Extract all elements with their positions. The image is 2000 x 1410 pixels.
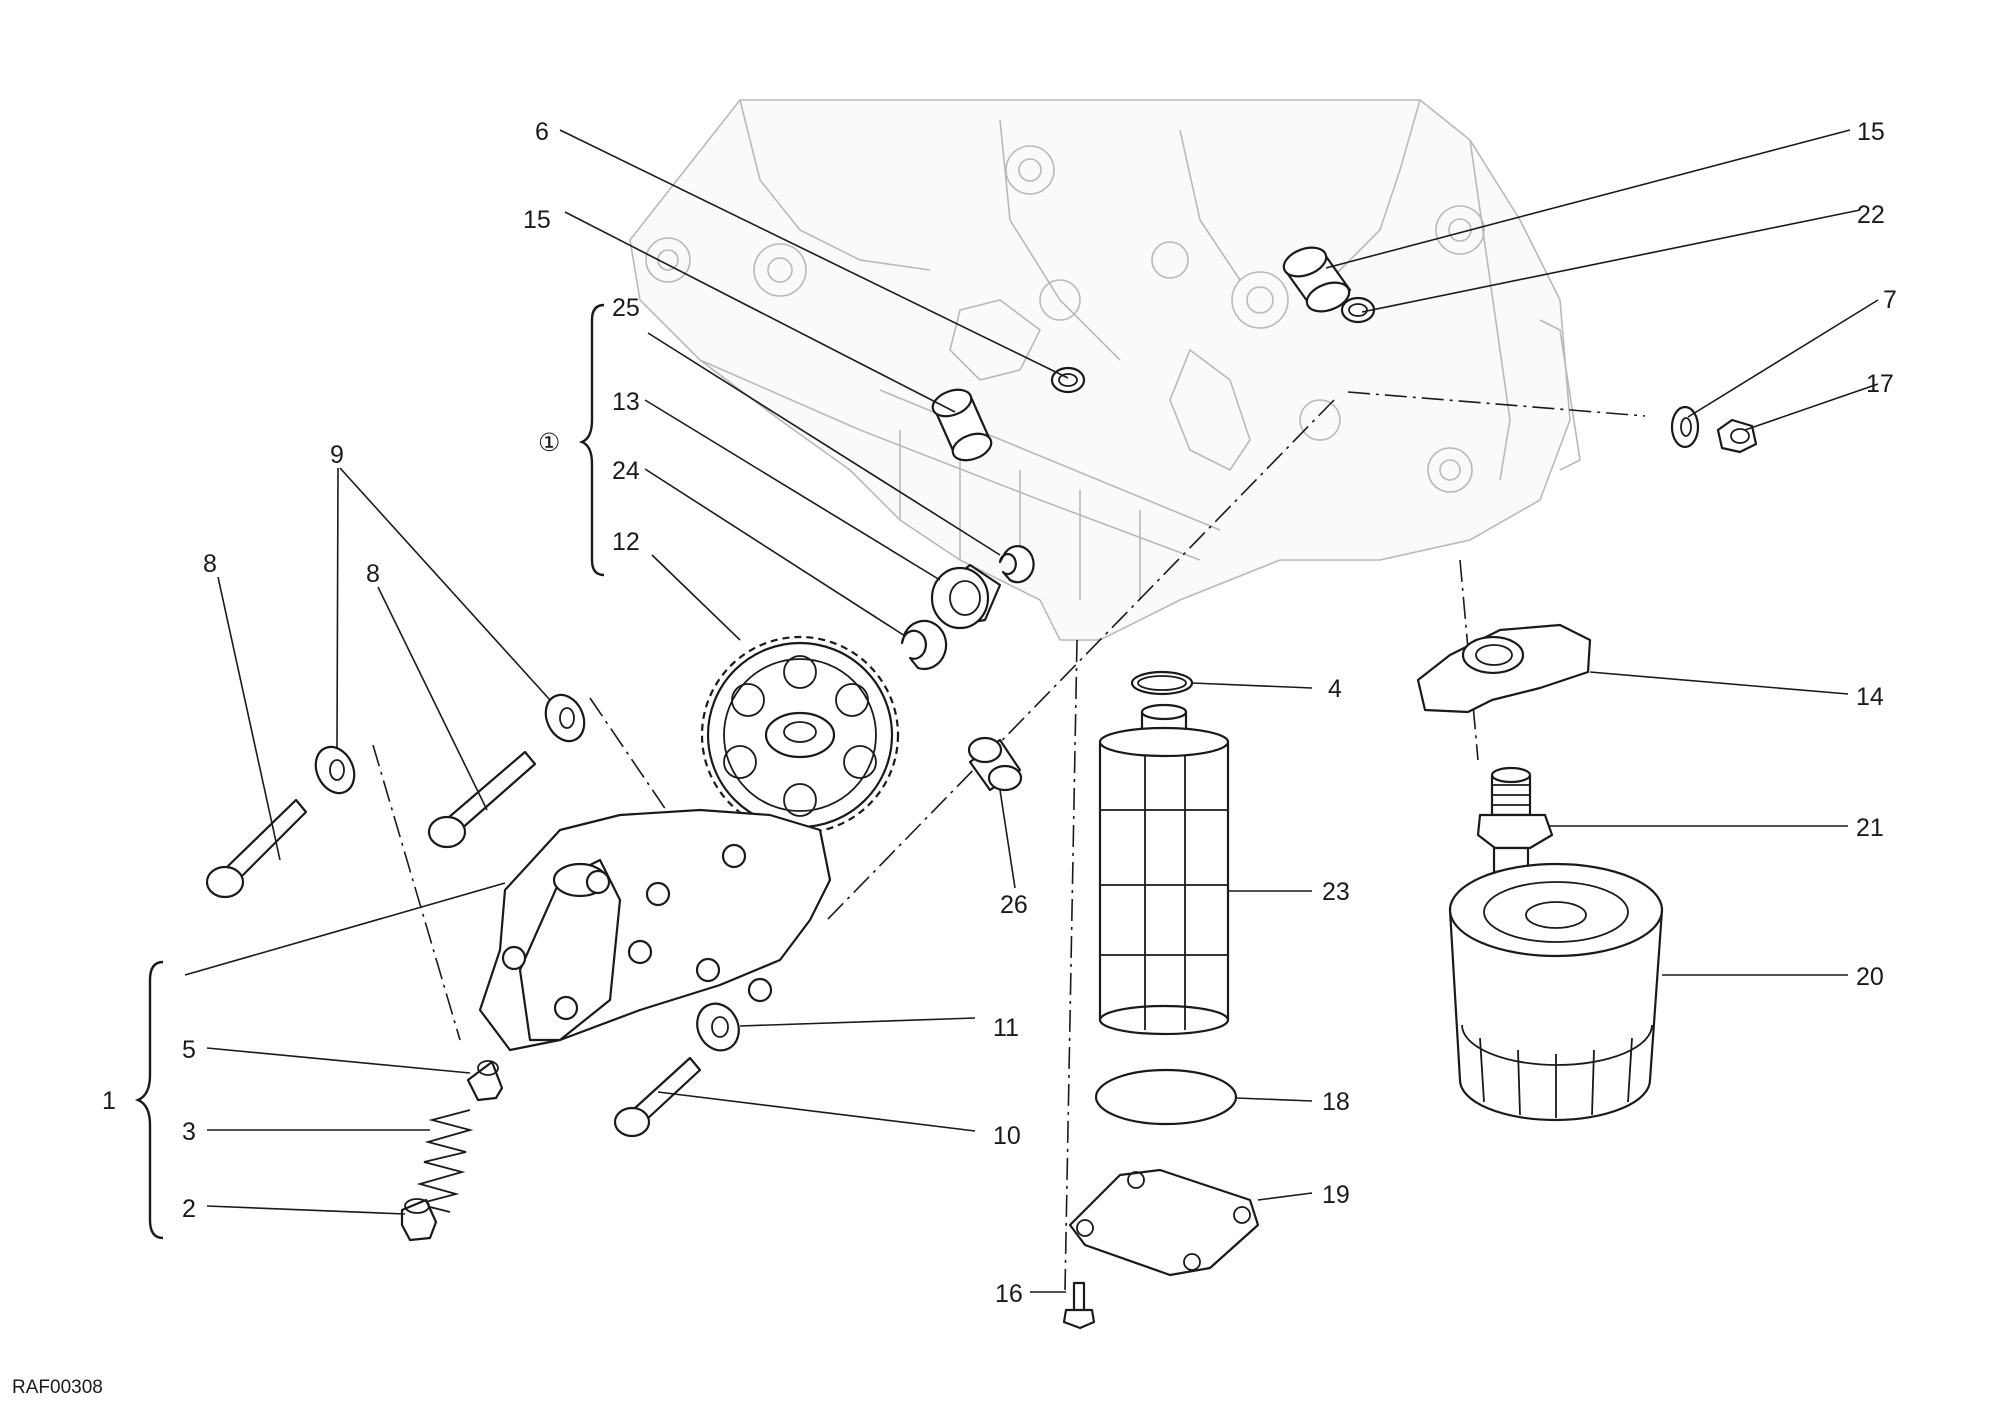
label-21: 21: [1856, 814, 1884, 842]
part-4-o-ring: [1130, 670, 1194, 696]
part-8-bolts: [205, 750, 537, 899]
label-3: 3: [182, 1118, 196, 1146]
label-8-left: 8: [203, 550, 217, 578]
label-16: 16: [995, 1280, 1023, 1308]
label-13: 13: [612, 388, 640, 416]
label-26: 26: [1000, 891, 1028, 919]
callout-labels: 6 15 15 22 7 17 ① 25 13 24 12 9 8 8 4 14…: [12, 118, 1897, 1398]
part-19-cover-plate: [1068, 1168, 1260, 1277]
group-bracket-circled-1: [578, 303, 605, 577]
part-15-bushing-right: [1282, 246, 1352, 313]
label-6: 6: [535, 118, 549, 146]
label-22: 22: [1857, 201, 1885, 229]
part-21-nipple: [1476, 766, 1554, 874]
label-7: 7: [1883, 286, 1897, 314]
label-18: 18: [1322, 1088, 1350, 1116]
label-5: 5: [182, 1036, 196, 1064]
label-8-right: 8: [366, 560, 380, 588]
part-10-bolt: [613, 1056, 702, 1138]
part-18-o-ring: [1094, 1068, 1238, 1126]
label-9: 9: [330, 441, 344, 469]
label-1: 1: [102, 1087, 116, 1115]
label-24: 24: [612, 457, 640, 485]
part-15-bushing-left: [931, 388, 993, 462]
part-6-o-ring: [1050, 366, 1086, 394]
label-2: 2: [182, 1195, 196, 1223]
part-12-gear: [700, 635, 900, 835]
label-23: 23: [1322, 878, 1350, 906]
part-25-circlip: [998, 545, 1035, 584]
label-11: 11: [993, 1014, 1019, 1042]
group-bracket-1: [134, 960, 164, 1240]
label-25: 25: [612, 294, 640, 322]
label-12: 12: [612, 528, 640, 556]
part-13-collar: [930, 563, 1002, 630]
label-19: 19: [1322, 1181, 1350, 1209]
label-15-right: 15: [1857, 118, 1885, 146]
part-11-washer: [696, 1002, 740, 1052]
crankcase-background: [629, 99, 1581, 641]
part-16-bolt: [1062, 1281, 1096, 1330]
part-24-circlip: [900, 619, 948, 671]
part-22-o-ring: [1340, 296, 1376, 324]
part-26-bushing: [967, 736, 1023, 792]
part-17-plug: [1716, 418, 1758, 454]
part-5-valve: [466, 1060, 504, 1102]
part-14-bracket: [1416, 623, 1592, 714]
label-10: 10: [993, 1122, 1021, 1150]
part-2-plug: [400, 1198, 438, 1242]
part-1-oil-pump-body: [478, 808, 832, 1052]
label-group-marker: ①: [538, 429, 560, 457]
label-17: 17: [1866, 370, 1894, 398]
part-3-spring: [416, 1109, 474, 1213]
leader-lines: [184, 129, 1879, 1293]
part-23-filter-mesh: [1098, 703, 1230, 1036]
label-4: 4: [1328, 675, 1342, 703]
part-7-washer: [1670, 405, 1700, 449]
part-9-washers: [314, 693, 586, 795]
label-20: 20: [1856, 963, 1884, 991]
label-15-left: 15: [523, 206, 551, 234]
reference-code: RAF00308: [12, 1377, 103, 1398]
part-20-oil-filter: [1448, 862, 1664, 1122]
label-14: 14: [1856, 683, 1884, 711]
